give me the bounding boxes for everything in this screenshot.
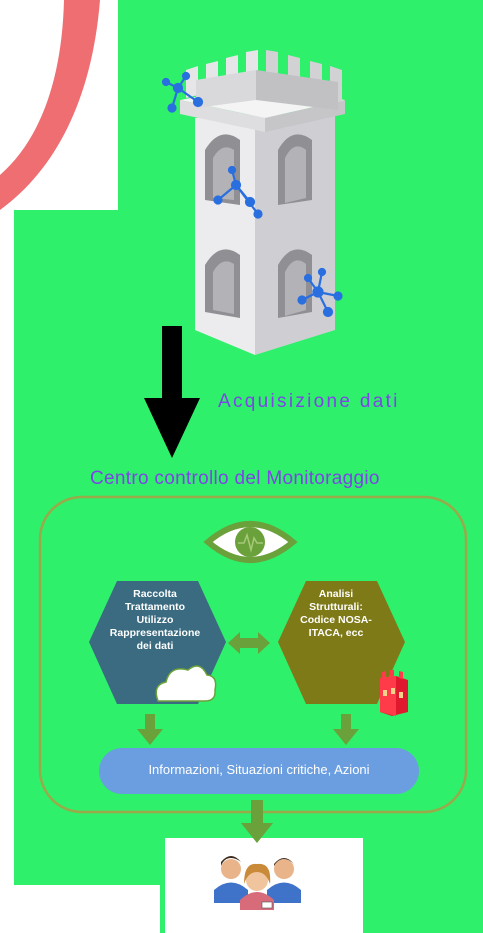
control-center-title: Centro controllo del Monitoraggio — [90, 468, 380, 489]
eye-icon — [203, 521, 298, 563]
left-down-arrow — [137, 714, 163, 745]
sensor-icon — [161, 71, 204, 113]
tower-icon — [180, 50, 345, 355]
acquisition-arrow — [144, 326, 200, 458]
acquisition-label: Acquisizione dati — [218, 391, 400, 412]
sensor-icon — [297, 267, 343, 318]
cloud-icon — [155, 665, 217, 702]
bottom-white-strip — [0, 885, 160, 933]
left-box-label: Raccolta Trattamento Utilizzo Rappresent… — [109, 588, 201, 652]
small-tower-icon — [380, 670, 408, 716]
left-white-area — [0, 0, 118, 885]
output-label: Informazioni, Situazioni critiche, Azion… — [148, 762, 370, 777]
exchange-arrow — [228, 632, 270, 654]
right-down-arrow — [333, 714, 359, 745]
sensor-icon — [213, 165, 263, 219]
output-arrow — [241, 800, 273, 843]
users-icon — [214, 856, 301, 910]
info-pill — [99, 748, 419, 794]
right-box-label: Analisi Strutturali: Codice NOSA- ITACA,… — [300, 588, 372, 639]
red-arc-stripe — [0, 0, 100, 210]
right-hexagon — [278, 581, 405, 704]
